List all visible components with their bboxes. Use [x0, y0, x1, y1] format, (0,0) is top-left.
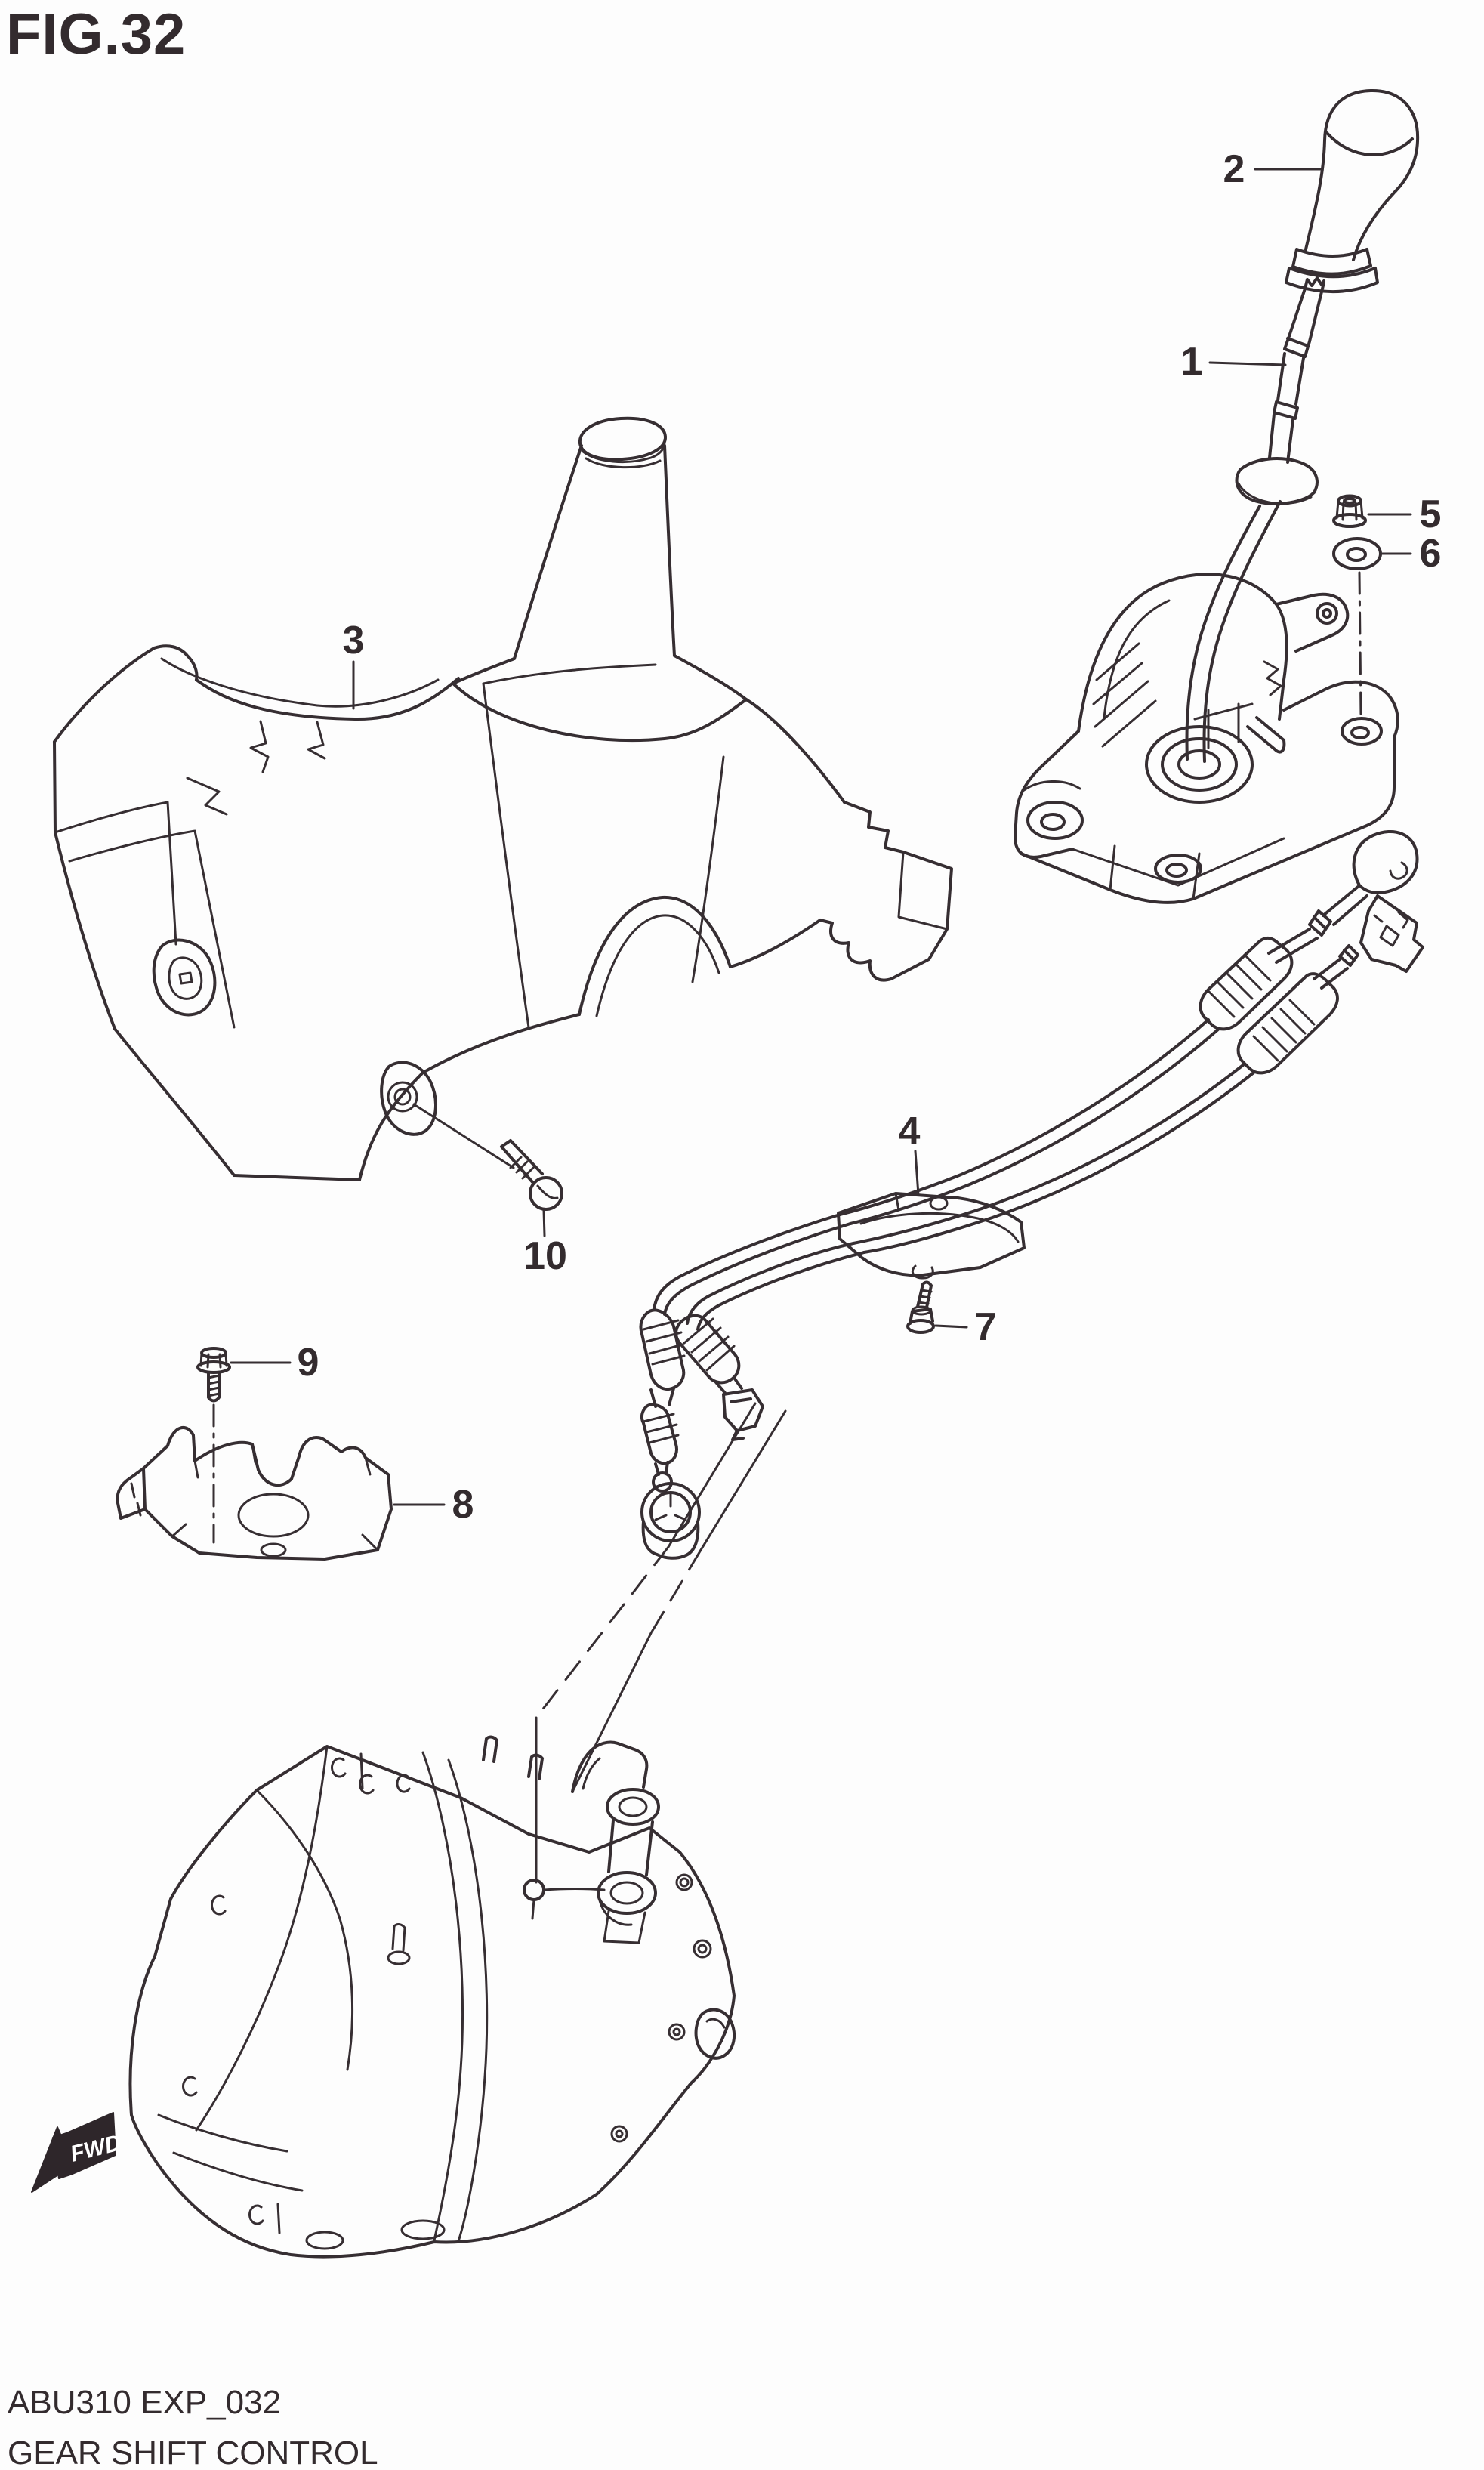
part-callout-4: 4 — [898, 1110, 921, 1153]
transmission-drawing — [128, 1735, 736, 2259]
part-callout-8: 8 — [452, 1483, 474, 1527]
nut-washer-drawing — [1332, 494, 1382, 570]
part-callout-1: 1 — [1180, 340, 1203, 384]
pointer-lines — [535, 1402, 787, 1884]
shifter-base-drawing — [1014, 571, 1399, 904]
shift-cables-drawing — [639, 829, 1424, 1560]
screw-drawing — [500, 1139, 563, 1211]
footer-figure-name: GEAR SHIFT CONTROL — [8, 2434, 378, 2470]
part-callout-9: 9 — [297, 1341, 319, 1385]
footer-text: ABU310 EXP_032 GEAR SHIFT CONTROL — [8, 2378, 378, 2470]
bolt-bracket-drawing — [116, 1347, 393, 1561]
part-callout-6: 6 — [1419, 532, 1442, 576]
cable-bracket-drawing — [837, 1192, 1026, 1334]
part-callout-5: 5 — [1419, 492, 1442, 536]
shift-lever-drawing — [1185, 276, 1325, 763]
part-callout-7: 7 — [974, 1305, 997, 1349]
part-callout-3: 3 — [342, 619, 365, 662]
part-callout-2: 2 — [1223, 147, 1245, 191]
console-housing-drawing — [53, 416, 953, 1181]
footer-model-code: ABU310 EXP_032 — [8, 2384, 282, 2421]
part-callout-10: 10 — [523, 1234, 567, 1278]
shift-knob-drawing — [1285, 88, 1420, 293]
figure-title: FIG.32 — [6, 2, 187, 66]
fwd-direction-marker: FWD — [31, 2112, 124, 2193]
leader-lines — [230, 168, 1412, 1506]
